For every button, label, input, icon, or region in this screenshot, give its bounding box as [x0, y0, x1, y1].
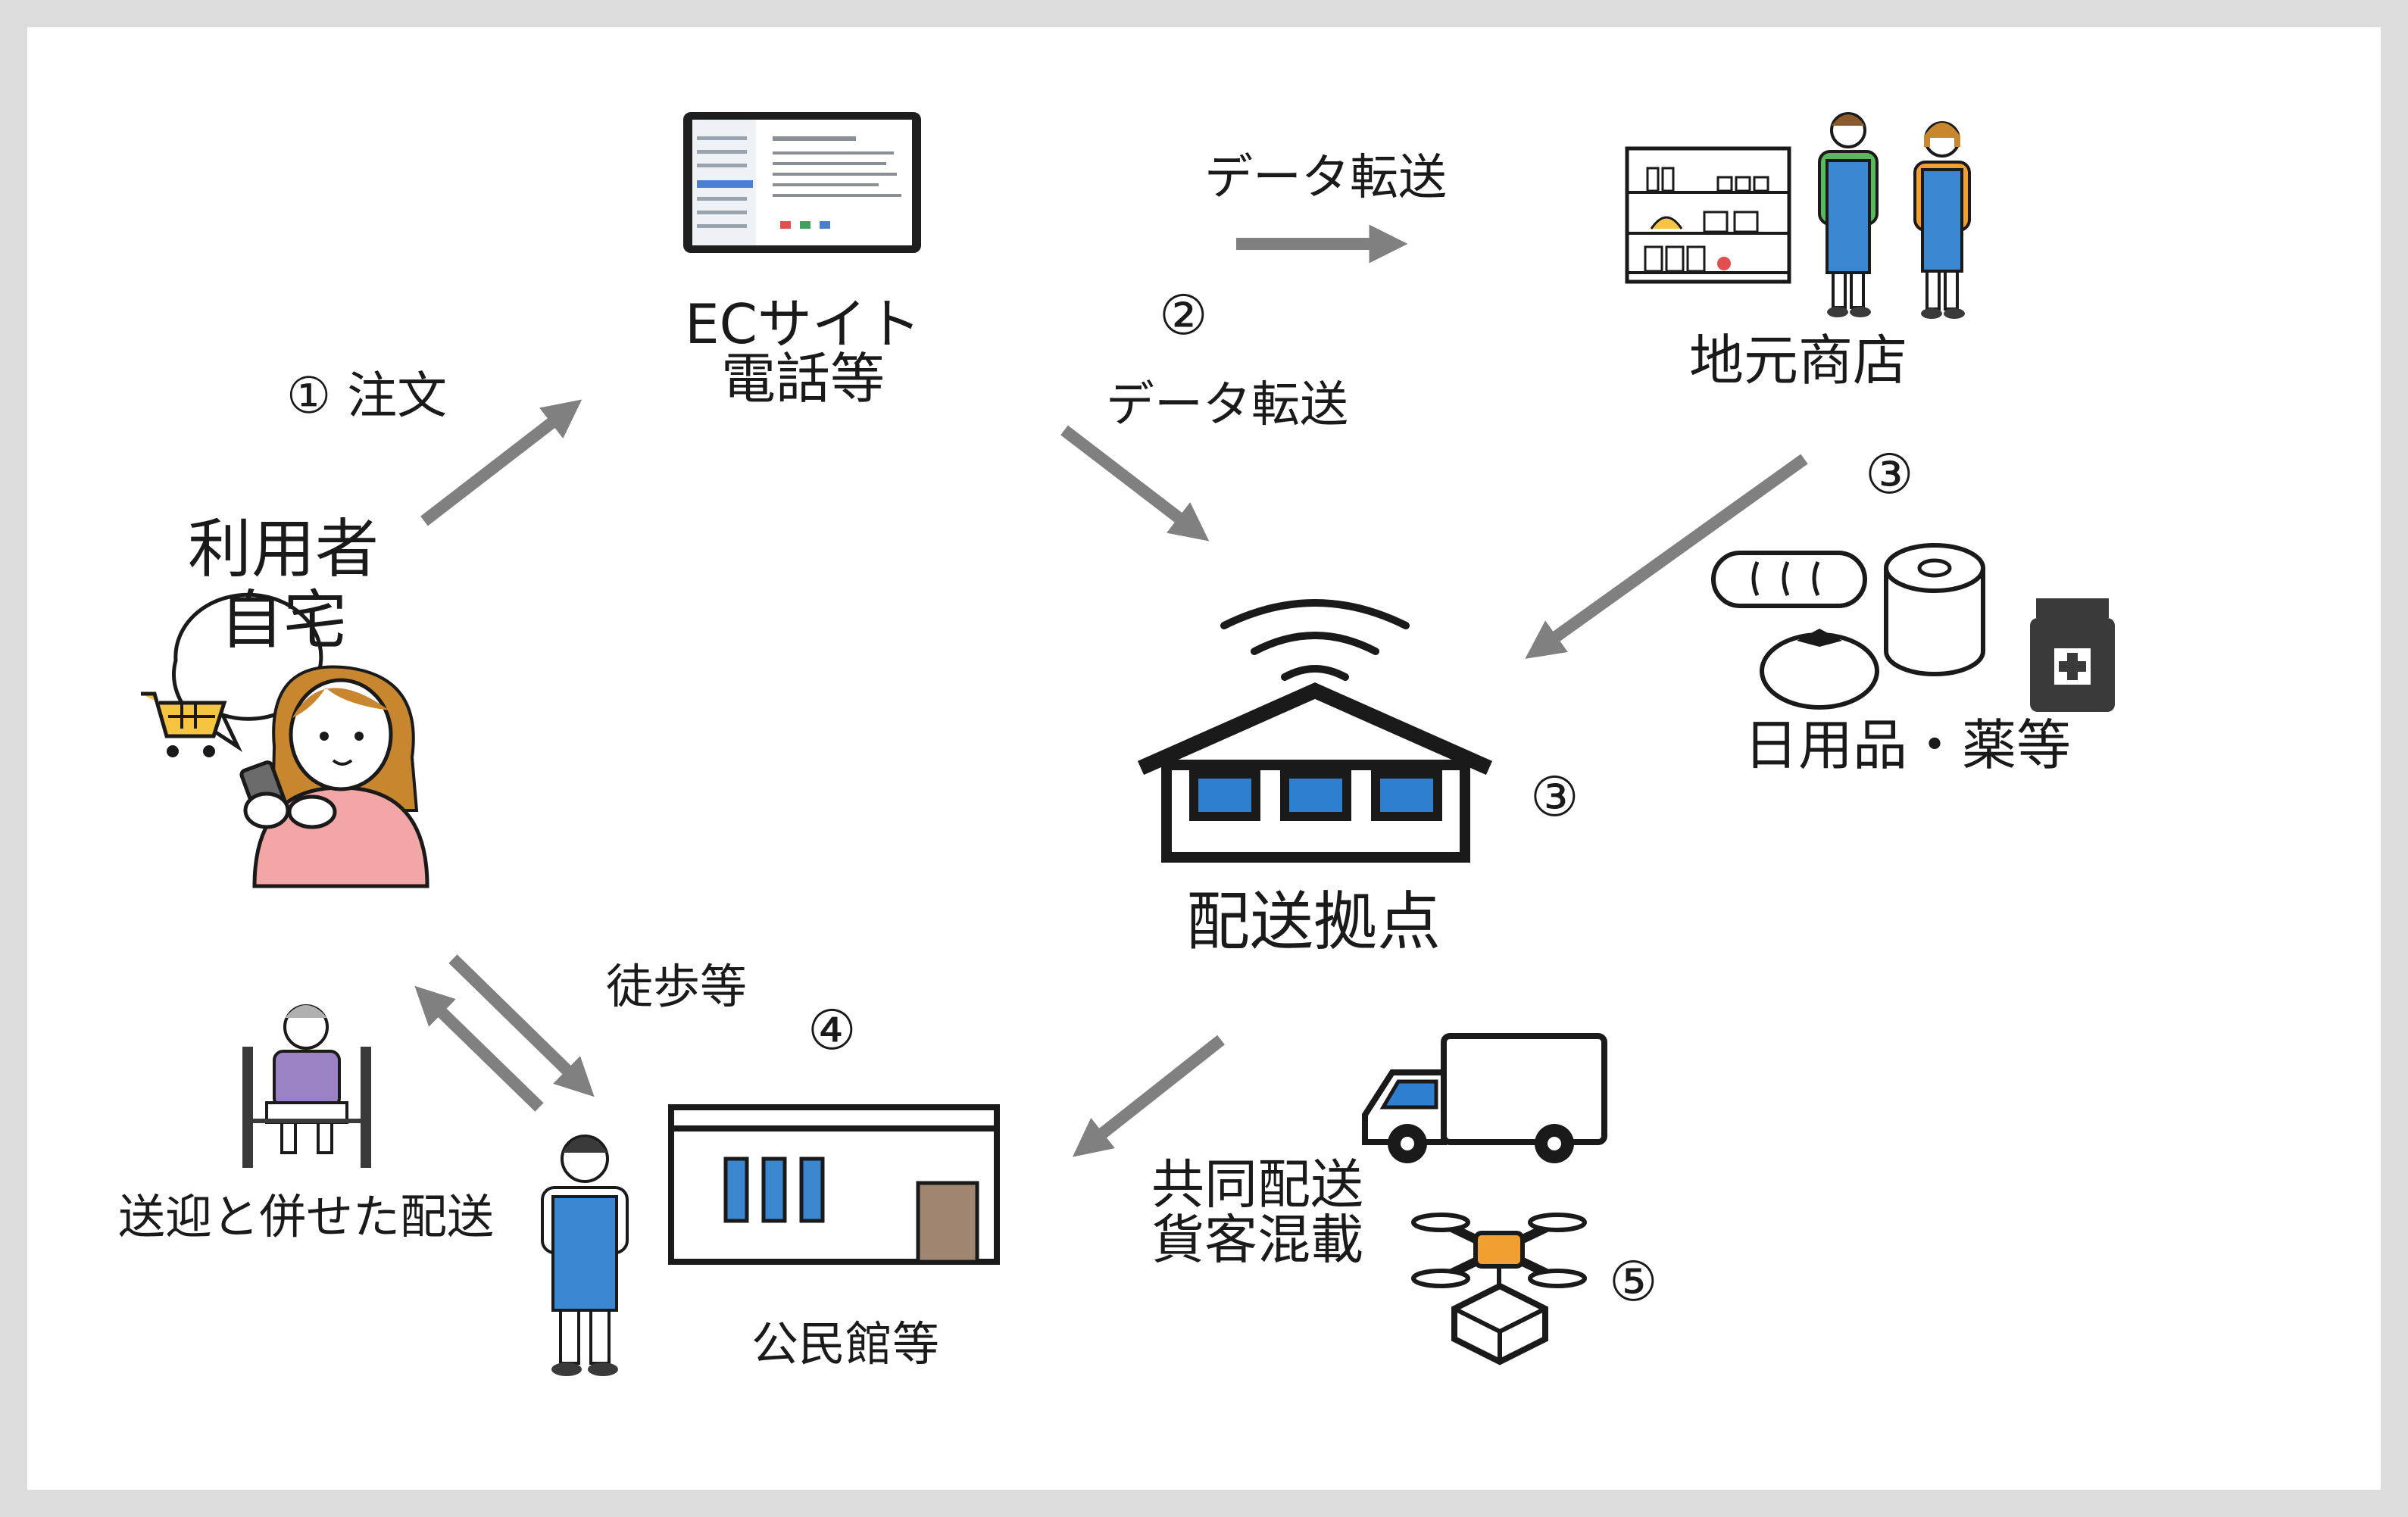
label-local-store: 地元商店 — [1689, 329, 1908, 392]
grocery-shelf-icon — [1625, 146, 1791, 284]
label-step5: ⑤ — [1609, 1250, 1658, 1313]
label-user-home: 利用者 自宅 — [170, 513, 397, 656]
label-daily-goods: 日用品・薬等 — [1744, 713, 2072, 777]
label-joint-line1: 共同配送 — [1151, 1153, 1363, 1216]
label-user-home-line2: 自宅 — [219, 583, 347, 658]
label-ec-site: ECサイト 電話等 — [667, 297, 939, 406]
label-joint-delivery: 共同配送 貨客混載 — [1151, 1157, 1363, 1268]
label-step4: ④ — [807, 998, 857, 1062]
bread-icon — [1711, 551, 1867, 608]
diagram-canvas — [27, 27, 2381, 1490]
label-ec-site-line1: ECサイト — [685, 292, 921, 356]
tomato-icon — [1760, 629, 1879, 710]
wifi-signal-icon — [1220, 599, 1410, 681]
medicine-bottle-icon — [2030, 598, 2115, 712]
arrow-hub-to-hall — [1072, 1035, 1225, 1157]
community-hall-icon — [668, 1104, 1000, 1265]
label-delivery-hub: 配送拠点 — [1186, 885, 1441, 959]
drone-icon — [1411, 1213, 1587, 1366]
label-step2: ② — [1159, 283, 1208, 347]
truck-icon — [1362, 1033, 1607, 1163]
label-data-transfer-top: データ転送 — [1204, 150, 1447, 206]
tablet-icon — [683, 112, 921, 253]
label-pickup-combined: 送迎と併せた配送 — [118, 1189, 495, 1244]
label-user-home-line1: 利用者 — [187, 512, 379, 586]
arrow-data-to-hub — [1060, 425, 1210, 542]
warehouse-hub-icon — [1137, 682, 1493, 863]
shopkeeper-icon — [1818, 112, 1879, 317]
arrow-walk-to-hall — [448, 954, 595, 1097]
woman-smartphone-icon — [239, 665, 429, 888]
wheelchair-elder-icon — [242, 1004, 371, 1168]
label-community-hall: 公民館等 — [751, 1316, 940, 1372]
label-step3-hub: ③ — [1530, 765, 1579, 829]
label-step1-order: ① 注文 — [286, 367, 448, 425]
label-joint-line2: 貨客混載 — [1151, 1208, 1363, 1271]
arrow-store-to-hub — [1525, 454, 1808, 659]
arrow-order — [420, 399, 582, 526]
label-step3-store: ③ — [1865, 442, 1914, 506]
staff-person-icon — [541, 1135, 629, 1376]
shopkeeper-icon — [1913, 121, 1971, 319]
label-data-transfer-mid: データ転送 — [1106, 377, 1348, 433]
arrow-walk-to-home — [414, 985, 544, 1112]
toilet-paper-icon — [1884, 543, 1985, 676]
label-ec-site-line2: 電話等 — [720, 347, 885, 410]
label-walking: 徒歩等 — [606, 959, 748, 1014]
